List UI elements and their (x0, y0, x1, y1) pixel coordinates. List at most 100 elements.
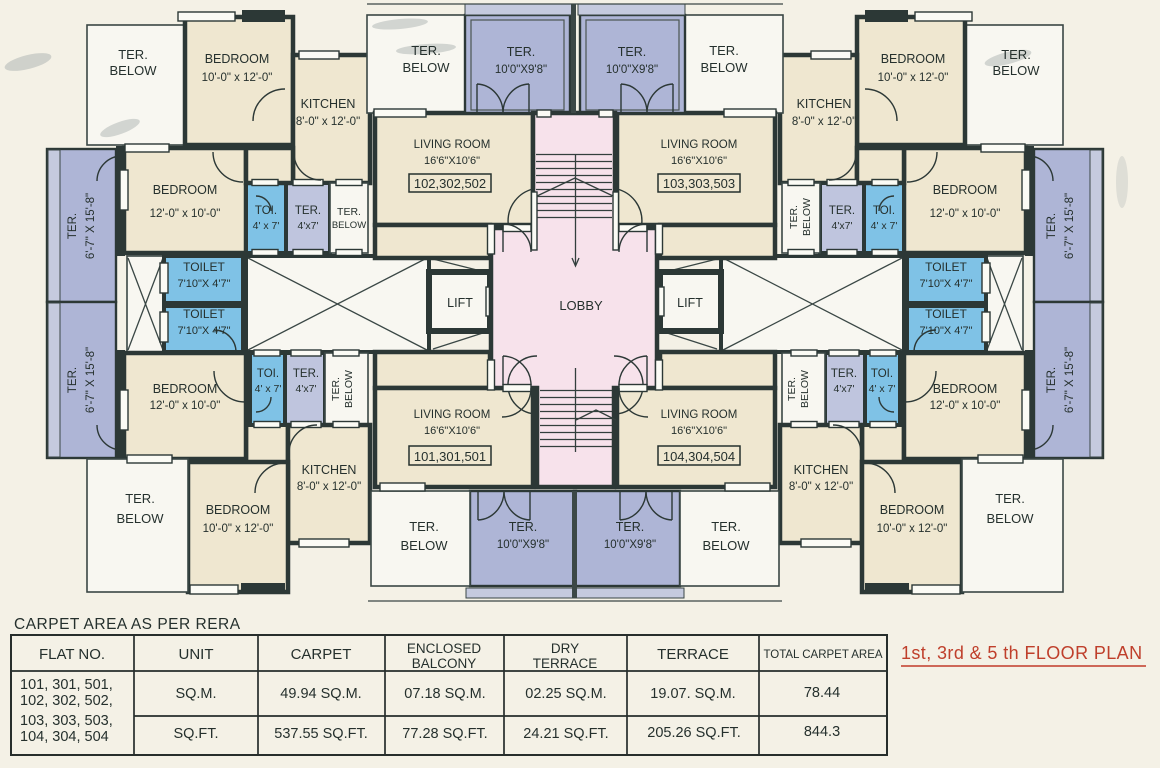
svg-text:6'-7" X 15'-8": 6'-7" X 15'-8" (1064, 193, 1076, 259)
svg-text:TER.: TER. (1046, 367, 1058, 393)
svg-text:205.26 SQ.FT.: 205.26 SQ.FT. (647, 725, 741, 741)
svg-text:TOI.: TOI. (257, 368, 279, 380)
svg-text:BELOW: BELOW (401, 538, 449, 553)
svg-text:4' x 7': 4' x 7' (253, 220, 280, 232)
svg-text:TER.: TER. (330, 377, 342, 401)
svg-text:7'10"X 4'7": 7'10"X 4'7" (920, 278, 973, 290)
svg-text:BEDROOM: BEDROOM (933, 382, 998, 396)
svg-text:LIVING ROOM: LIVING ROOM (414, 409, 491, 421)
svg-text:DRY: DRY (551, 641, 579, 656)
svg-text:KITCHEN: KITCHEN (301, 97, 356, 111)
svg-text:101,301,501: 101,301,501 (414, 449, 486, 464)
svg-text:4' x 7': 4' x 7' (255, 383, 282, 395)
svg-text:10'-0" x 12'-0": 10'-0" x 12'-0" (203, 523, 274, 535)
svg-text:8'-0" x 12'-0": 8'-0" x 12'-0" (296, 116, 360, 128)
svg-text:BELOW: BELOW (117, 511, 165, 526)
svg-text:BELOW: BELOW (343, 370, 355, 408)
svg-text:1st, 3rd & 5 th FLOOR PLAN: 1st, 3rd & 5 th FLOOR PLAN (901, 643, 1143, 663)
svg-text:TER.: TER. (67, 213, 79, 239)
svg-text:07.18 SQ.M.: 07.18 SQ.M. (404, 686, 485, 702)
svg-text:19.07. SQ.M.: 19.07. SQ.M. (650, 686, 735, 702)
svg-text:12'-0" x 10'-0": 12'-0" x 10'-0" (150, 400, 221, 412)
svg-text:7'10"X 4'7": 7'10"X 4'7" (920, 325, 973, 337)
svg-text:TER.: TER. (711, 519, 741, 534)
svg-text:78.44: 78.44 (804, 685, 840, 701)
svg-text:TER.: TER. (829, 205, 855, 217)
svg-text:49.94 SQ.M.: 49.94 SQ.M. (280, 686, 361, 702)
svg-text:TER.: TER. (618, 45, 646, 59)
svg-text:TER.: TER. (125, 491, 155, 506)
svg-text:77.28 SQ.FT.: 77.28 SQ.FT. (402, 726, 487, 742)
svg-text:4'x7': 4'x7' (832, 220, 853, 232)
svg-text:TER.: TER. (1046, 213, 1058, 239)
svg-text:TOTAL CARPET AREA: TOTAL CARPET AREA (763, 649, 882, 661)
svg-text:BELOW: BELOW (332, 220, 366, 231)
svg-text:TER.: TER. (788, 205, 800, 229)
svg-text:7'10"X 4'7": 7'10"X 4'7" (178, 278, 231, 290)
svg-text:4'x7': 4'x7' (296, 383, 317, 395)
svg-text:TER.: TER. (409, 519, 439, 534)
svg-text:BEDROOM: BEDROOM (205, 52, 270, 66)
svg-text:4'x7': 4'x7' (298, 220, 319, 232)
svg-text:CARPET AREA AS PER RERA: CARPET AREA AS PER RERA (14, 616, 241, 633)
svg-text:BEDROOM: BEDROOM (153, 183, 218, 197)
svg-text:BELOW: BELOW (801, 198, 813, 236)
svg-text:16'6"X10'6": 16'6"X10'6" (424, 425, 480, 437)
svg-text:BEDROOM: BEDROOM (881, 52, 946, 66)
svg-text:TOI.: TOI. (255, 205, 277, 217)
svg-text:12'-0" x 10'-0": 12'-0" x 10'-0" (150, 208, 221, 220)
svg-text:02.25 SQ.M.: 02.25 SQ.M. (525, 686, 606, 702)
svg-text:TER.: TER. (118, 47, 148, 62)
svg-text:BEDROOM: BEDROOM (153, 382, 218, 396)
svg-text:ENCLOSED: ENCLOSED (407, 641, 482, 656)
svg-text:12'-0" x 10'-0": 12'-0" x 10'-0" (930, 208, 1001, 220)
svg-text:TER.: TER. (1001, 47, 1031, 62)
svg-text:537.55 SQ.FT.: 537.55 SQ.FT. (274, 726, 368, 742)
svg-text:10'-0" x 12'-0": 10'-0" x 12'-0" (877, 523, 948, 535)
svg-text:103, 303, 503,: 103, 303, 503, (20, 713, 113, 729)
svg-text:KITCHEN: KITCHEN (797, 97, 852, 111)
svg-text:8'-0" x 12'-0": 8'-0" x 12'-0" (792, 116, 856, 128)
svg-text:BELOW: BELOW (110, 63, 158, 78)
svg-text:LIFT: LIFT (447, 296, 473, 310)
svg-text:BEDROOM: BEDROOM (933, 183, 998, 197)
svg-text:24.21 SQ.FT.: 24.21 SQ.FT. (523, 726, 608, 742)
svg-text:10'0"X9'8": 10'0"X9'8" (495, 64, 547, 76)
svg-text:TER.: TER. (995, 491, 1025, 506)
svg-text:TERRACE: TERRACE (533, 656, 598, 671)
svg-text:TER.: TER. (831, 368, 857, 380)
svg-text:12'-0" x 10'-0": 12'-0" x 10'-0" (930, 400, 1001, 412)
svg-text:103,303,503: 103,303,503 (663, 176, 735, 191)
svg-text:10'0"X9'8": 10'0"X9'8" (497, 539, 549, 551)
svg-text:101, 301, 501,: 101, 301, 501, (20, 677, 113, 693)
svg-text:BEDROOM: BEDROOM (880, 503, 945, 517)
svg-text:16'6"X10'6": 16'6"X10'6" (671, 425, 727, 437)
svg-text:4' x 7': 4' x 7' (871, 220, 898, 232)
svg-text:FLAT NO.: FLAT NO. (39, 646, 105, 663)
svg-text:TOI.: TOI. (871, 368, 893, 380)
svg-text:104, 304, 504: 104, 304, 504 (20, 729, 109, 745)
svg-text:TOILET: TOILET (925, 260, 967, 274)
svg-text:LIFT: LIFT (677, 296, 703, 310)
svg-text:6'-7" X 15'-8": 6'-7" X 15'-8" (1064, 347, 1076, 413)
svg-text:6'-7" X 15'-8": 6'-7" X 15'-8" (85, 193, 97, 259)
svg-text:10'-0" x 12'-0": 10'-0" x 12'-0" (878, 72, 949, 84)
svg-text:7'10"X 4'7": 7'10"X 4'7" (178, 325, 231, 337)
svg-text:LOBBY: LOBBY (559, 298, 603, 313)
svg-text:LIVING ROOM: LIVING ROOM (414, 139, 491, 151)
svg-text:TOILET: TOILET (925, 307, 967, 321)
svg-text:10'-0" x 12'-0": 10'-0" x 12'-0" (202, 72, 273, 84)
svg-text:TER.: TER. (293, 368, 319, 380)
svg-text:TER.: TER. (67, 367, 79, 393)
svg-text:BELOW: BELOW (993, 63, 1041, 78)
svg-text:BELOW: BELOW (403, 60, 451, 75)
svg-text:TER.: TER. (509, 520, 537, 534)
svg-text:104,304,504: 104,304,504 (663, 449, 735, 464)
svg-text:8'-0" x 12'-0": 8'-0" x 12'-0" (297, 481, 361, 493)
svg-text:UNIT: UNIT (179, 646, 214, 663)
svg-text:CARPET: CARPET (291, 646, 352, 663)
svg-text:TER.: TER. (295, 205, 321, 217)
svg-text:BELOW: BELOW (701, 60, 749, 75)
svg-text:SQ.M.: SQ.M. (175, 686, 216, 702)
svg-text:8'-0" x 12'-0": 8'-0" x 12'-0" (789, 481, 853, 493)
